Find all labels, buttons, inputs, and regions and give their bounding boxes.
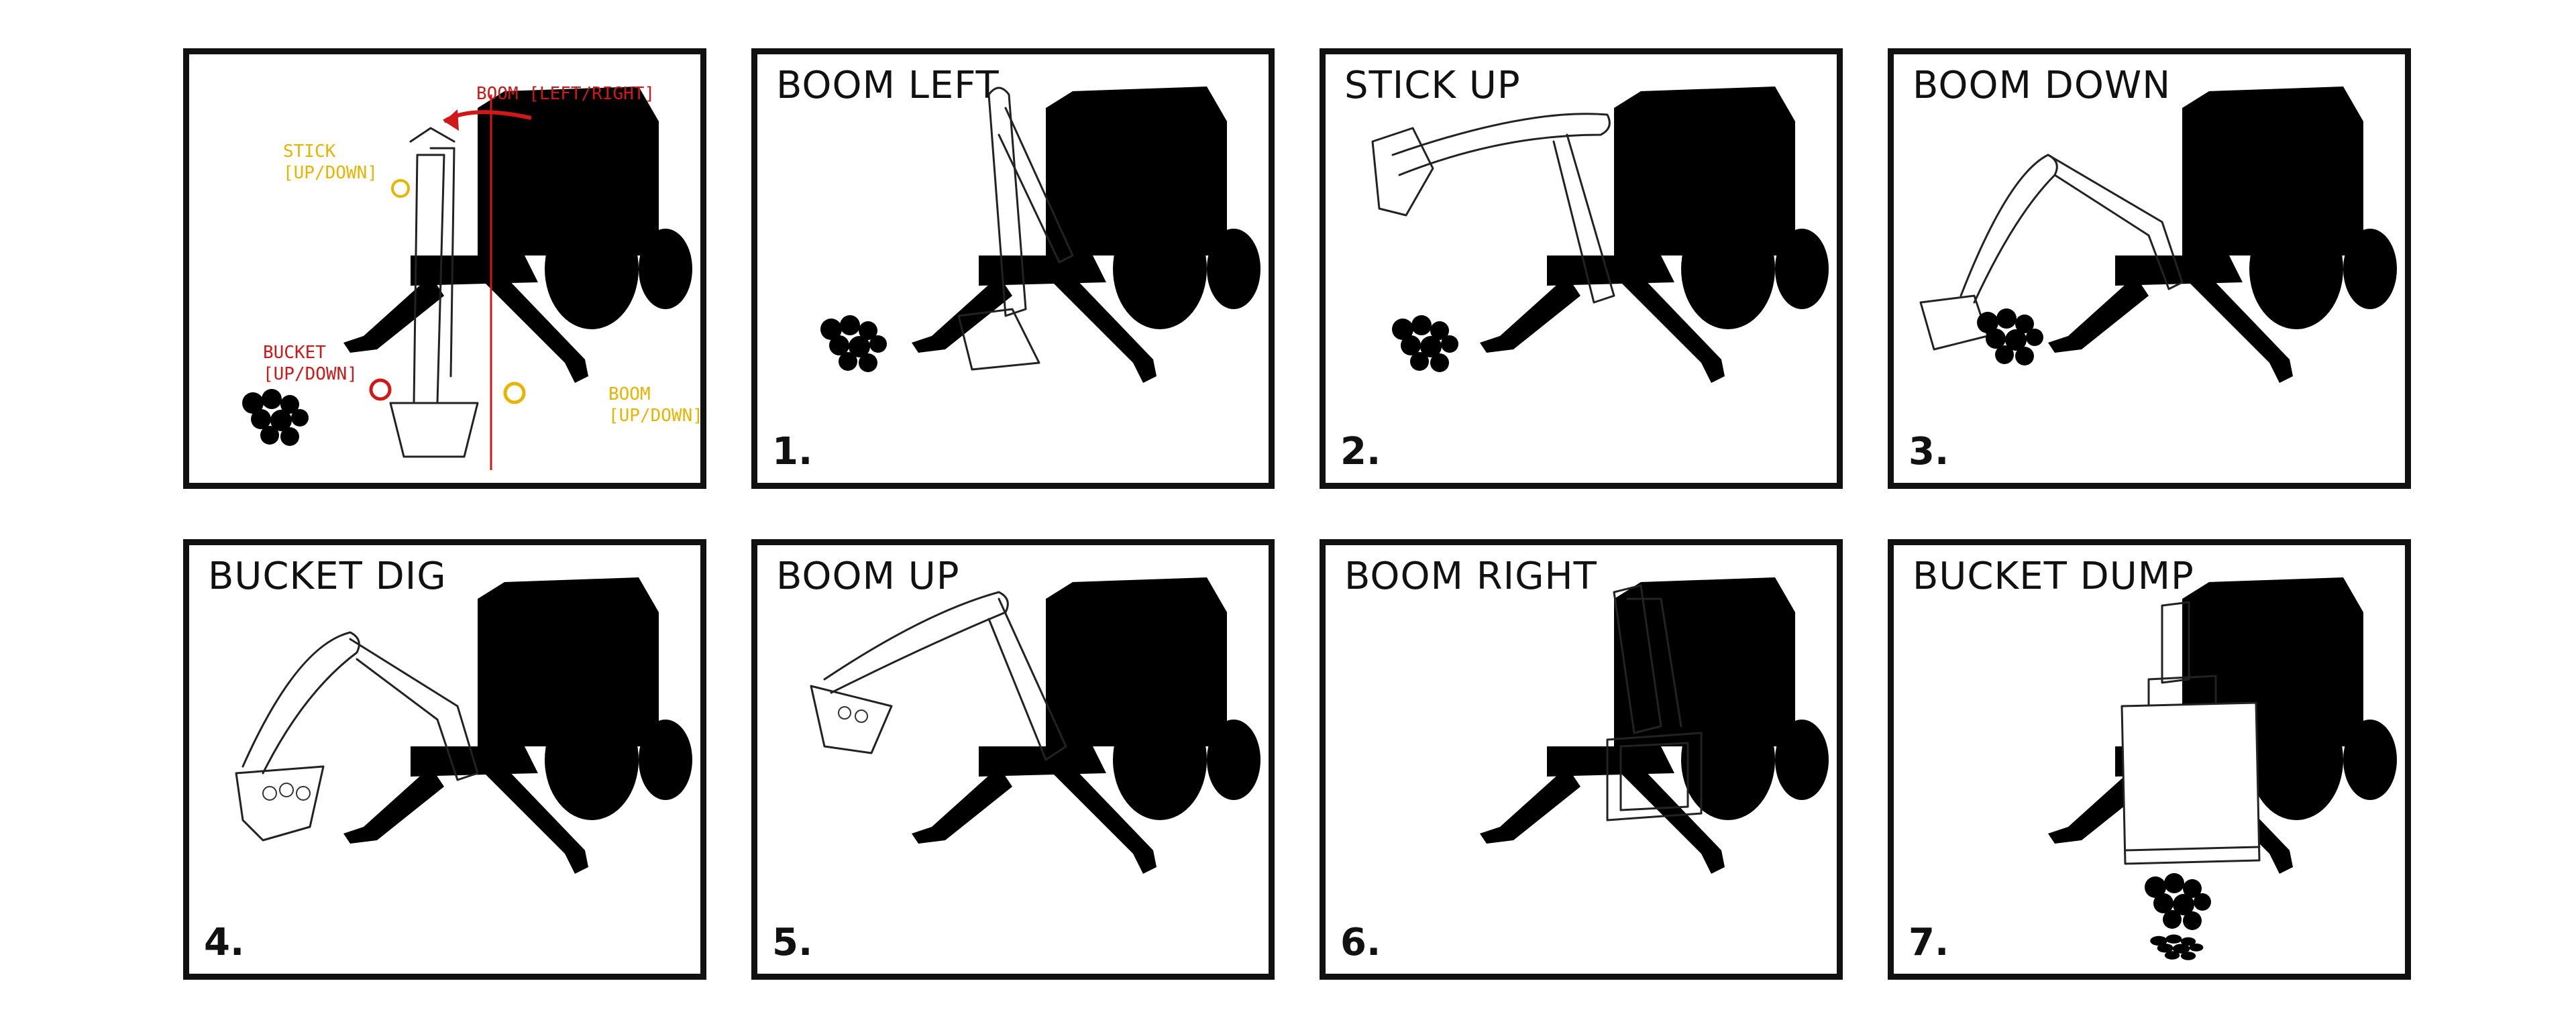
step-title: STICK UP [1344, 64, 1521, 107]
step-panel-1: BOOM LEFT 1. [751, 48, 1275, 489]
bucket-dig-drawing [189, 545, 700, 974]
boom-up-drawing [757, 545, 1269, 974]
step-panel-7: BUCKET DUMP 7. [1888, 539, 2411, 980]
step-panel-4: BUCKET DIG 4. [183, 539, 706, 980]
boom-updown-label: [UP/DOWN] [608, 406, 703, 426]
bucket-label: BUCKET [263, 343, 326, 363]
step-title: BOOM LEFT [776, 64, 1000, 107]
step-panel-2: STICK UP 2. [1320, 48, 1843, 489]
stick-up-drawing [1326, 54, 1837, 483]
boom-left-right-label: BOOM [LEFT/RIGHT] [476, 84, 655, 104]
step-panel-3: BOOM DOWN 3. [1888, 48, 2411, 489]
step-title: BOOM UP [776, 555, 959, 598]
step-title: BOOM DOWN [1913, 64, 2171, 107]
step-title: BUCKET DUMP [1913, 555, 2194, 598]
bucket-dump-drawing [1894, 545, 2405, 974]
stick-updown-label: [UP/DOWN] [283, 163, 378, 183]
step-number: 5. [772, 921, 812, 964]
step-title: BOOM RIGHT [1344, 555, 1597, 598]
step-number: 7. [1909, 921, 1949, 964]
boom-right-drawing [1326, 545, 1837, 974]
step-number: 1. [772, 430, 812, 473]
legend-panel: BOOM [LEFT/RIGHT] STICK [UP/DOWN] BUCKET… [183, 48, 706, 489]
boom-label: BOOM [608, 384, 651, 404]
boom-left-drawing [757, 54, 1269, 483]
boom-down-drawing [1894, 54, 2405, 483]
step-number: 6. [1340, 921, 1381, 964]
bucket-updown-label: [UP/DOWN] [263, 364, 358, 384]
step-panel-6: BOOM RIGHT 6. [1320, 539, 1843, 980]
step-number: 2. [1340, 430, 1381, 473]
step-panel-5: BOOM UP 5. [751, 539, 1275, 980]
step-title: BUCKET DIG [208, 555, 447, 598]
step-number: 3. [1909, 430, 1949, 473]
step-number: 4. [204, 921, 244, 964]
stick-label: STICK [283, 141, 335, 162]
